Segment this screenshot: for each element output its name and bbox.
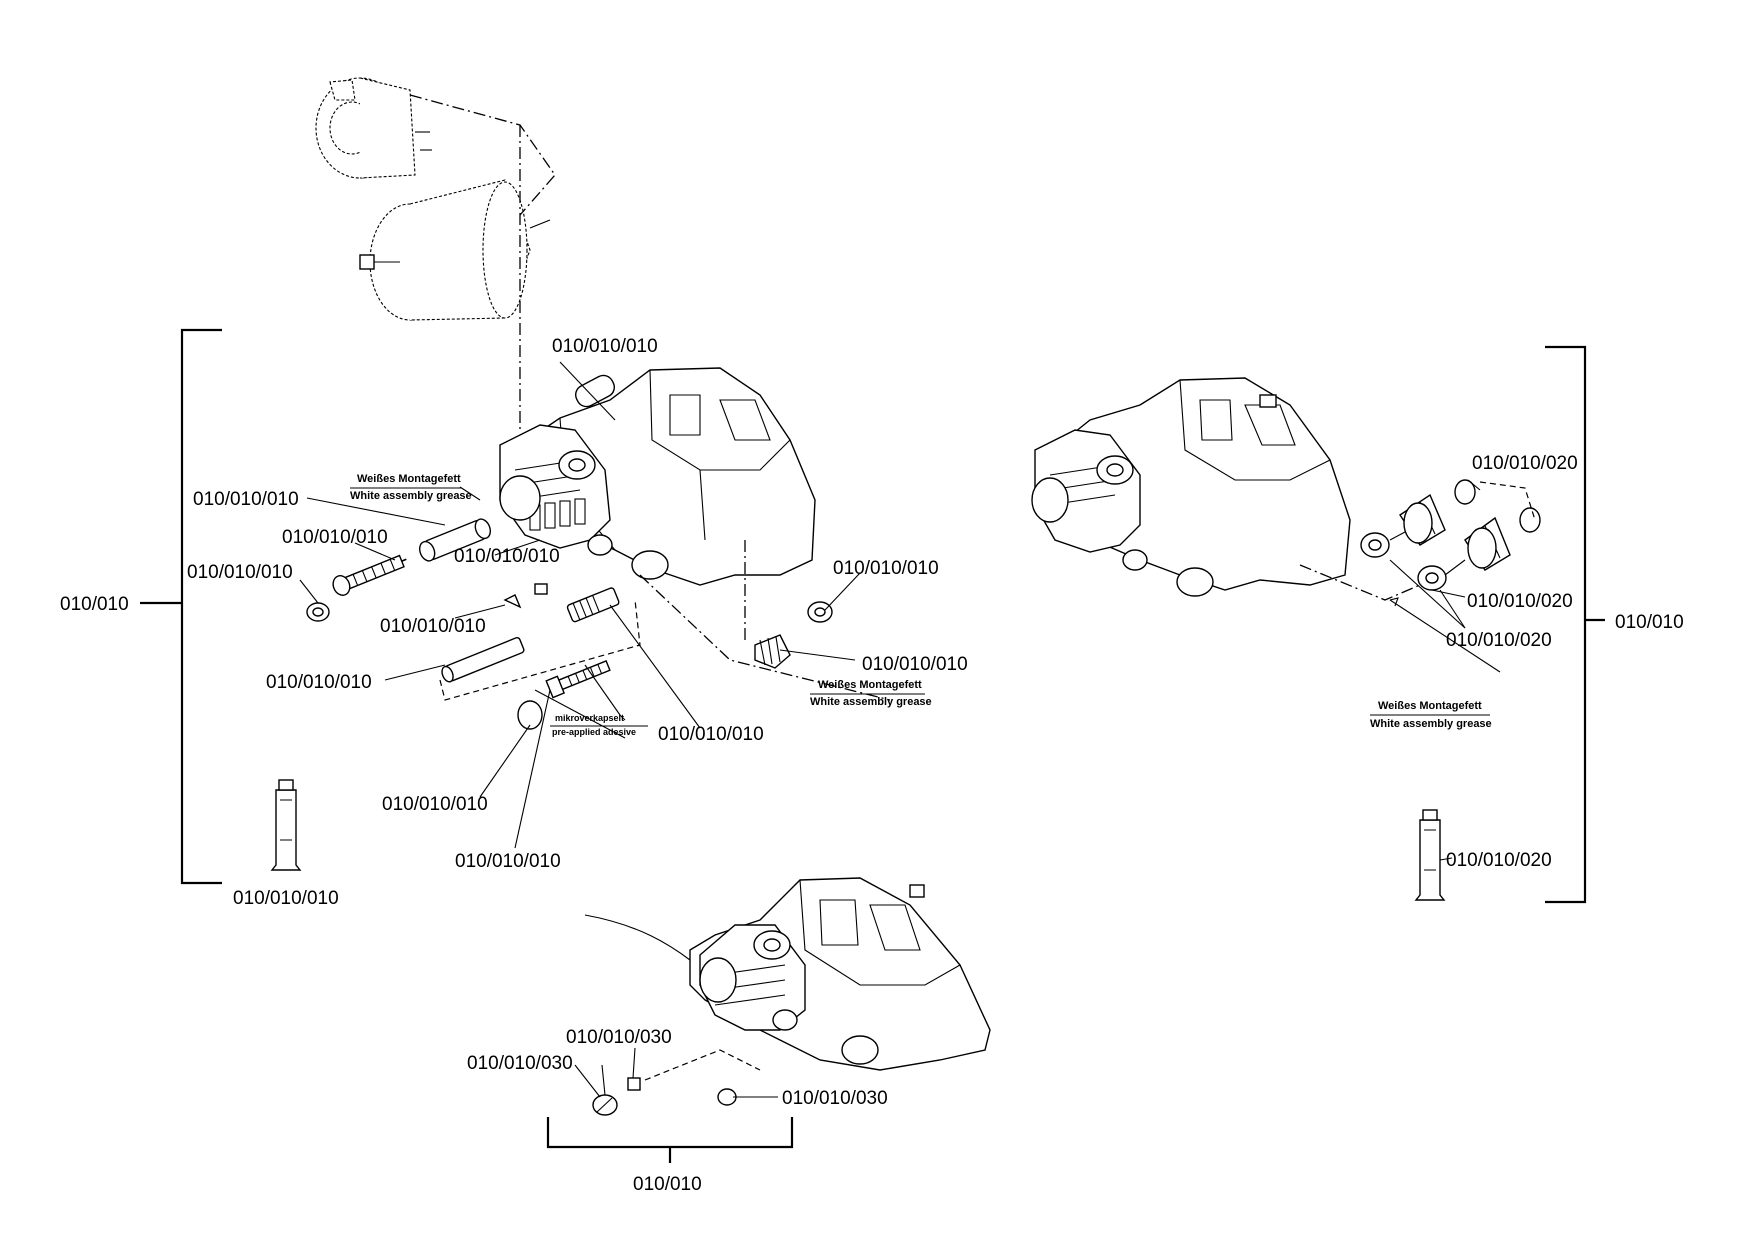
label-top: 010/010/010 — [552, 336, 658, 357]
note-grease-en-1: White assembly grease — [350, 490, 472, 502]
label-bottom-3: 010/010/030 — [782, 1088, 888, 1109]
label-bottom-1: 010/010/030 — [566, 1027, 672, 1048]
label-left-group: 010/010 — [60, 594, 129, 615]
label-left-5: 010/010/010 — [380, 616, 486, 637]
leader-lines-left — [299, 361, 861, 849]
label-right-group: 010/010 — [1615, 612, 1684, 633]
bracket-right — [1545, 345, 1605, 904]
part-labels: 010/010 010/010/010 010/010/010 010/010/… — [60, 336, 1684, 1195]
label-left-11: 010/010/010 — [862, 654, 968, 675]
grease-tube-right — [1414, 809, 1446, 901]
note-grease-de-1: Weißes Montagefett — [357, 473, 461, 485]
label-right-1: 010/010/020 — [1472, 453, 1578, 474]
bracket-bottom — [546, 1117, 794, 1163]
label-left-10: 010/010/010 — [833, 558, 939, 579]
leader-lines-right — [1389, 479, 1481, 861]
note-grease-de-2: Weißes Montagefett — [818, 679, 922, 691]
right-guide-parts — [1299, 479, 1541, 673]
caliper-bottom — [584, 877, 991, 1071]
label-left-4: 010/010/010 — [454, 546, 560, 567]
caliper-main — [499, 367, 816, 586]
label-left-6: 010/010/010 — [266, 672, 372, 693]
label-left-9: 010/010/010 — [455, 851, 561, 872]
bracket-left — [140, 328, 222, 885]
label-left-7: 010/010/010 — [658, 724, 764, 745]
label-left-1: 010/010/010 — [193, 489, 299, 510]
grease-tube-left — [270, 779, 302, 871]
note-grease-en-3: White assembly grease — [1370, 718, 1492, 730]
note-adhesive-de: mikroverkapselt — [555, 713, 624, 723]
label-left-2: 010/010/010 — [282, 527, 388, 548]
label-bottom-group: 010/010 — [633, 1174, 702, 1195]
label-bottom-2: 010/010/030 — [467, 1053, 573, 1074]
bottom-small-parts — [574, 1047, 778, 1116]
label-left-tube: 010/010/010 — [233, 888, 339, 909]
note-grease-en-2: White assembly grease — [810, 696, 932, 708]
brake-chamber-upper — [315, 77, 432, 179]
note-adhesive-en: pre-applied adesive — [552, 727, 636, 737]
label-left-8: 010/010/010 — [382, 794, 488, 815]
left-small-parts — [306, 374, 891, 730]
label-right-tube: 010/010/020 — [1446, 850, 1552, 871]
note-grease-de-3: Weißes Montagefett — [1378, 700, 1482, 712]
label-right-2: 010/010/020 — [1467, 591, 1573, 612]
assembly-notes: Weißes Montagefett White assembly grease… — [350, 473, 1492, 737]
caliper-right — [1031, 377, 1351, 597]
brake-chamber-lower — [359, 179, 551, 321]
label-left-3: 010/010/010 — [187, 562, 293, 583]
label-right-3: 010/010/020 — [1446, 630, 1552, 651]
